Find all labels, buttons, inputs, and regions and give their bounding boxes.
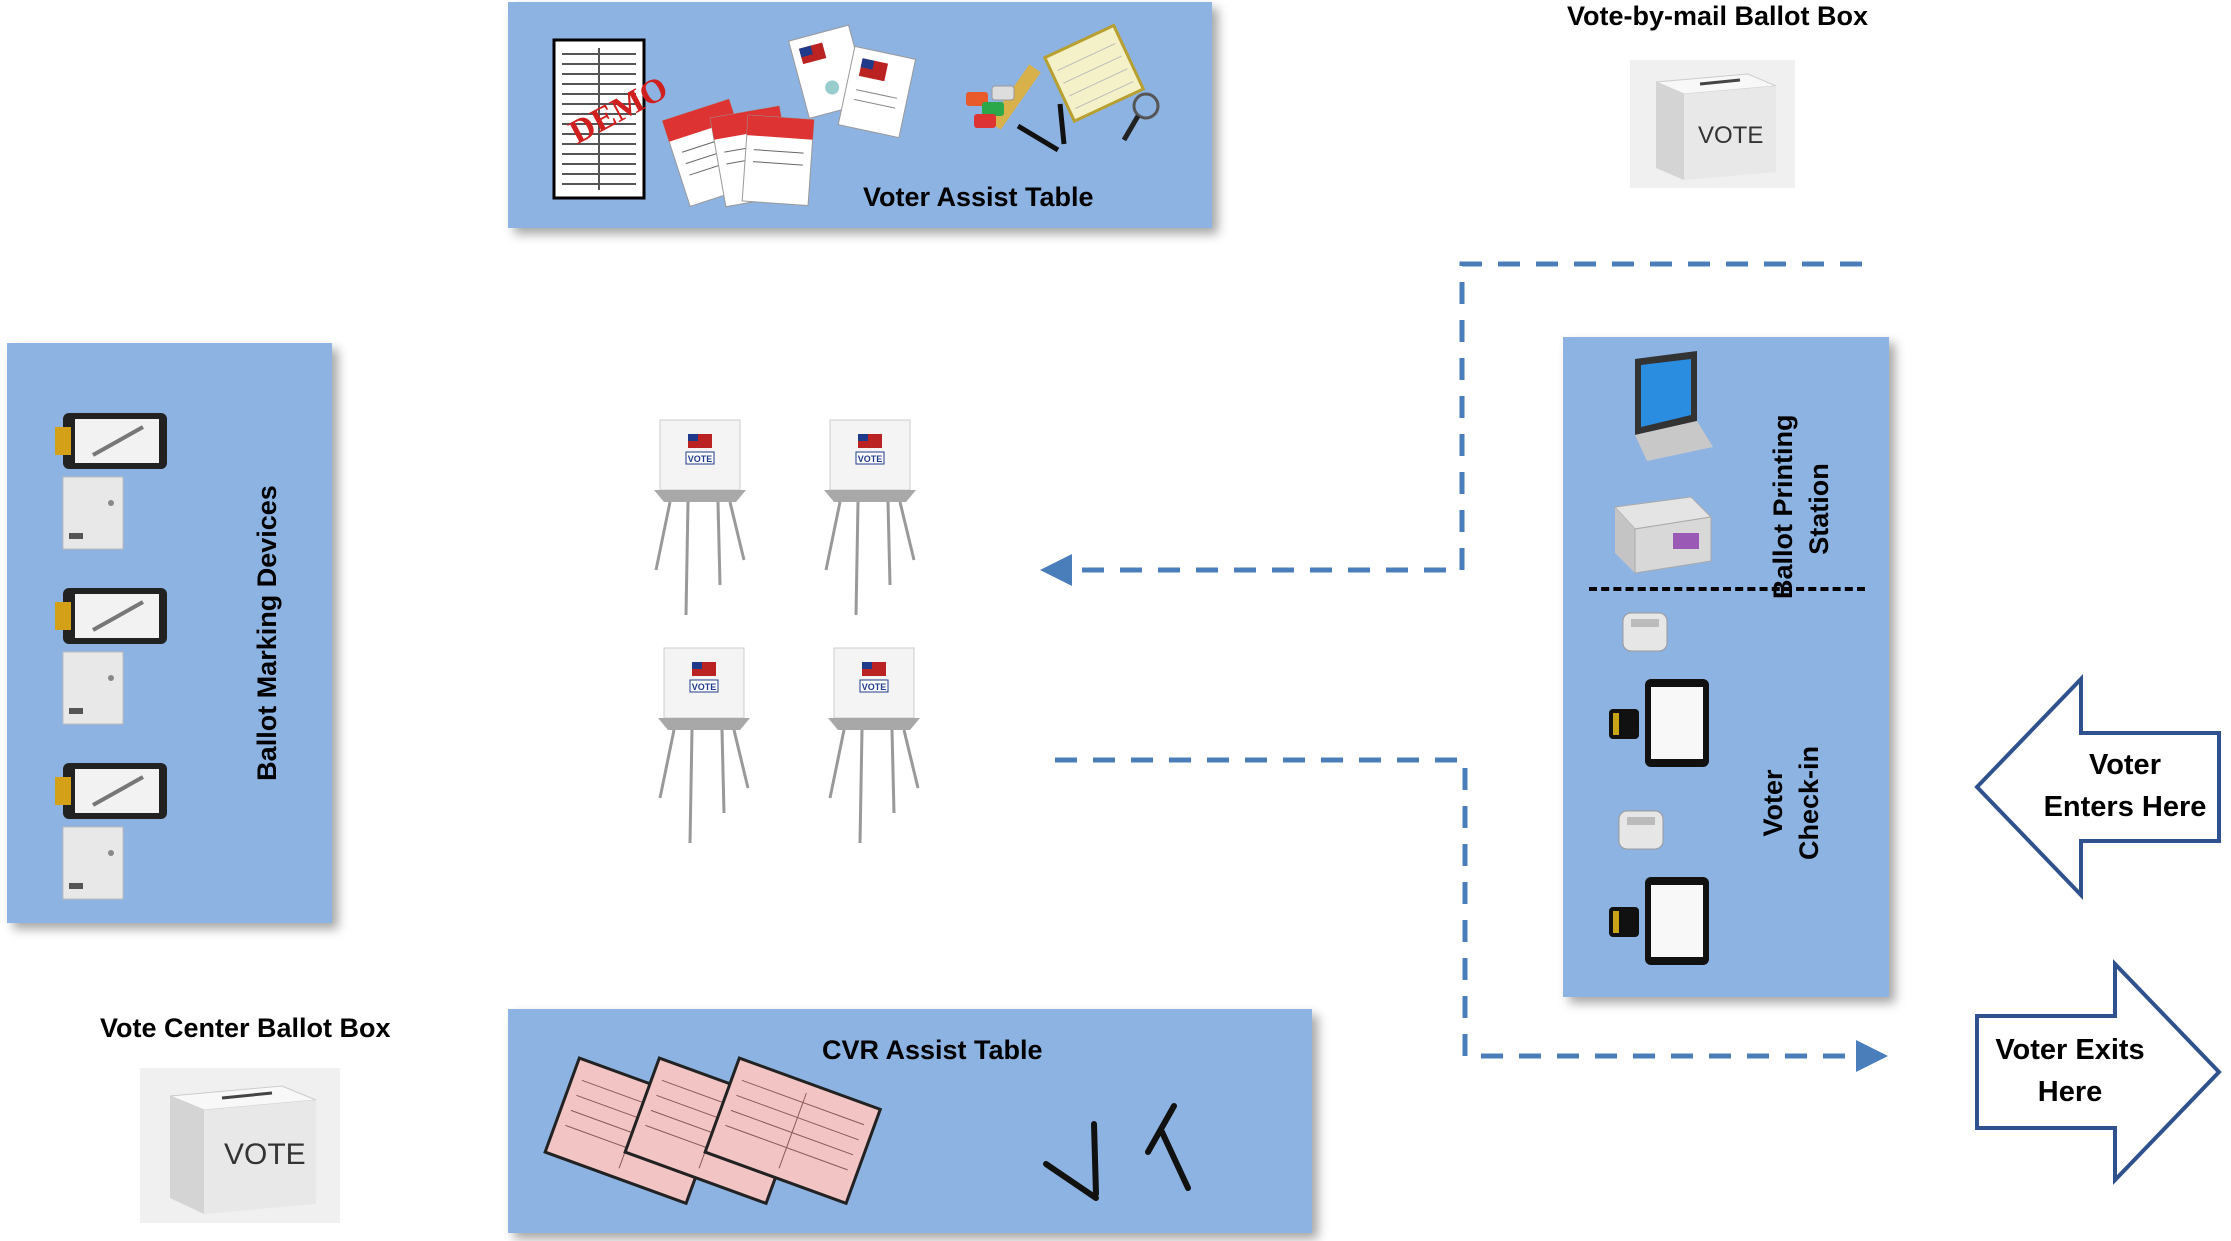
checkin-tablet-icon <box>1609 679 1709 767</box>
ballot-printing-station-label: Ballot Printing Station <box>1765 414 1837 600</box>
voting-booth-icon: VOTE <box>658 647 750 844</box>
ballot-marking-device-icon <box>55 588 167 725</box>
ballot-printing-line2: Station <box>1804 463 1834 555</box>
booth-vote-text: VOTE <box>692 682 717 692</box>
vote-by-mail-box-text: VOTE <box>1698 122 1764 149</box>
voting-booth-icon: VOTE <box>828 647 920 844</box>
sample-ballot-icon <box>552 38 646 200</box>
ballot-printing-checkin-panel: Ballot Printing Station Voter Check-in <box>1563 337 1889 997</box>
ballot-printer-icon <box>1613 496 1713 574</box>
voter-guide-icon <box>661 98 815 208</box>
booth-vote-text: VOTE <box>688 454 713 464</box>
cvr-forms-icon <box>543 1056 883 1206</box>
pens-icon <box>1043 1103 1191 1201</box>
ballot-marking-devices-panel: Ballot Marking Devices <box>7 343 332 923</box>
flag-leaflet-icon <box>788 24 917 139</box>
voter-enters-line2: Enters Here <box>2043 791 2207 823</box>
vote-center-box-label: Vote Center Ballot Box <box>100 1013 391 1043</box>
vote-by-mail-ballot-box: VOTE <box>1630 60 1795 188</box>
voter-exits-arrow <box>1975 959 2222 1185</box>
checkin-tablet-icon <box>1609 877 1709 965</box>
vote-by-mail-box-label: Vote-by-mail Ballot Box <box>1567 1 1869 31</box>
vote-center-ballot-box: VOTE <box>140 1068 340 1223</box>
voter-enters-line1: Voter <box>2089 749 2161 781</box>
cvr-assist-table-label: CVR Assist Table <box>822 1035 1043 1065</box>
flow-in-path <box>1060 261 1862 573</box>
voting-booths: VOTE VOTE VOTE VOTE <box>654 419 920 844</box>
voter-checkin-line1: Voter <box>1758 769 1788 837</box>
flow-out-path <box>1055 757 1865 1059</box>
voter-checkin-line2: Check-in <box>1794 745 1824 861</box>
voting-booth-icon: VOTE <box>824 419 916 616</box>
label-printer-icon <box>1618 810 1664 850</box>
label-printer-icon <box>1622 612 1668 652</box>
voter-exits-line1: Voter Exits <box>1995 1034 2145 1066</box>
vote-center-box-text: VOTE <box>224 1138 306 1171</box>
voter-assist-table-label: Voter Assist Table <box>863 182 1094 212</box>
laptop-icon <box>1635 351 1713 461</box>
voter-enters-label: Voter Enters Here <box>2040 744 2210 828</box>
ballot-marking-device-icon <box>55 413 167 550</box>
section-divider <box>1589 587 1865 591</box>
voter-checkin-label: Voter Check-in <box>1755 713 1827 893</box>
ballot-printing-line1: Ballot Printing <box>1768 414 1798 600</box>
voting-supplies-icon <box>966 23 1160 153</box>
voter-enters-arrow <box>1974 674 2221 900</box>
flow-out-arrowhead <box>1856 1040 1888 1072</box>
voter-exits-label: Voter Exits Here <box>1985 1029 2155 1113</box>
ballot-marking-device-icon <box>55 763 167 900</box>
voter-exits-line2: Here <box>2037 1076 2103 1108</box>
booth-vote-text: VOTE <box>862 682 887 692</box>
booth-vote-text: VOTE <box>858 454 883 464</box>
voting-booth-icon: VOTE <box>654 419 746 616</box>
flow-in-arrowhead <box>1040 554 1072 586</box>
ballot-box-icon <box>1655 73 1777 180</box>
cvr-assist-table-panel: CVR Assist Table <box>508 1009 1312 1233</box>
ballot-box-icon <box>169 1085 317 1214</box>
voter-assist-table-panel: DEMO Voter Assist Table <box>508 2 1212 228</box>
